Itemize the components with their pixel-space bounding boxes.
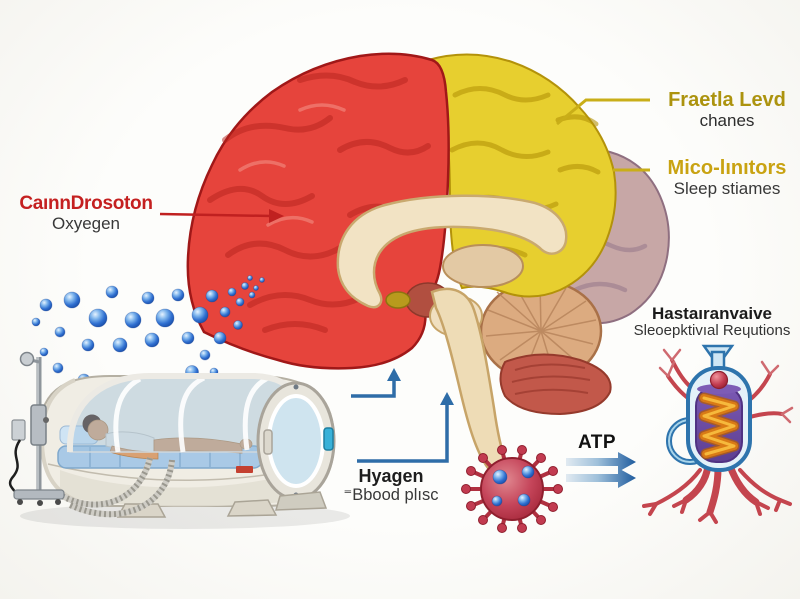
door-support [274, 491, 328, 511]
label-hyagen-title: Hyagen [358, 466, 424, 486]
label-micro: Mico-lınıtors Sleep stiames [656, 157, 798, 198]
label-oxygen-subtitle: Oxyegen [51, 214, 121, 234]
equipment-pole [8, 351, 65, 506]
oxygen-hoses [60, 457, 175, 518]
corpus-callosum [336, 194, 568, 309]
label-micro-subtitle: Sleep stiames [673, 179, 781, 199]
label-frontal-subtitle: chanes [699, 111, 755, 131]
label-restorative-subtitle: Sleoepktivıal Reɥutions [633, 322, 791, 340]
label-restorative-title: Hastaıranvaive [651, 304, 773, 323]
virus-receptors [491, 465, 535, 507]
label-oxygen: CaınnDrosoton Oxyegen [10, 193, 162, 233]
label-oxygen-title: CaınnDrosoton [19, 193, 153, 214]
label-restorative: Hastaıranvaive Sleoepktivıal Reɥutions [624, 304, 800, 340]
label-hyagen-subtitle: ⁼Bbood plısc [343, 486, 439, 505]
capsule-red-sphere [709, 370, 729, 390]
neuron-capsule-icon [642, 344, 794, 524]
virus-body [480, 457, 544, 521]
hyperbaric-chamber [8, 351, 350, 529]
brainstem-arrow-2 [357, 392, 454, 463]
pole-box [11, 419, 26, 441]
label-atp-title: ATP [577, 432, 617, 453]
label-hyagen: Hyagen ⁼Bbood plısc [333, 466, 449, 505]
thalamus [442, 244, 524, 288]
chamber-foot-right [226, 499, 278, 517]
cerebellum-lower [499, 353, 612, 416]
label-frontal-level: Fraetla Levd chanes [656, 89, 798, 130]
warning-label [236, 466, 253, 473]
virus-icon [461, 445, 563, 533]
capsule-coil [698, 392, 740, 460]
power-cable [8, 439, 22, 493]
annotation-arrows [159, 98, 650, 488]
cerebellum-striations [511, 363, 591, 395]
frontal-leader-line [556, 98, 650, 126]
brainstem-arrow-1 [351, 368, 401, 398]
pole-mic [19, 351, 35, 367]
label-frontal-title: Fraetla Levd [668, 89, 786, 111]
virus-spike-tips [461, 445, 563, 533]
chamber-door [256, 381, 336, 501]
brain-illustration [186, 52, 670, 474]
label-micro-title: Mico-lınıtors [667, 157, 787, 179]
dome-ribs [113, 375, 270, 453]
pineal-body [385, 291, 411, 309]
oxygen-arrow [159, 212, 273, 218]
frontal-highlights [238, 103, 346, 227]
atp-arrows [566, 452, 636, 488]
label-atp: ATP [570, 432, 624, 453]
frontal-lobe [186, 52, 450, 370]
door-latch [323, 427, 334, 451]
pole-regulator [30, 404, 47, 446]
pole-base [13, 489, 65, 500]
patient [82, 414, 253, 460]
frontal-gyri [207, 72, 431, 333]
patient-head [87, 419, 109, 441]
